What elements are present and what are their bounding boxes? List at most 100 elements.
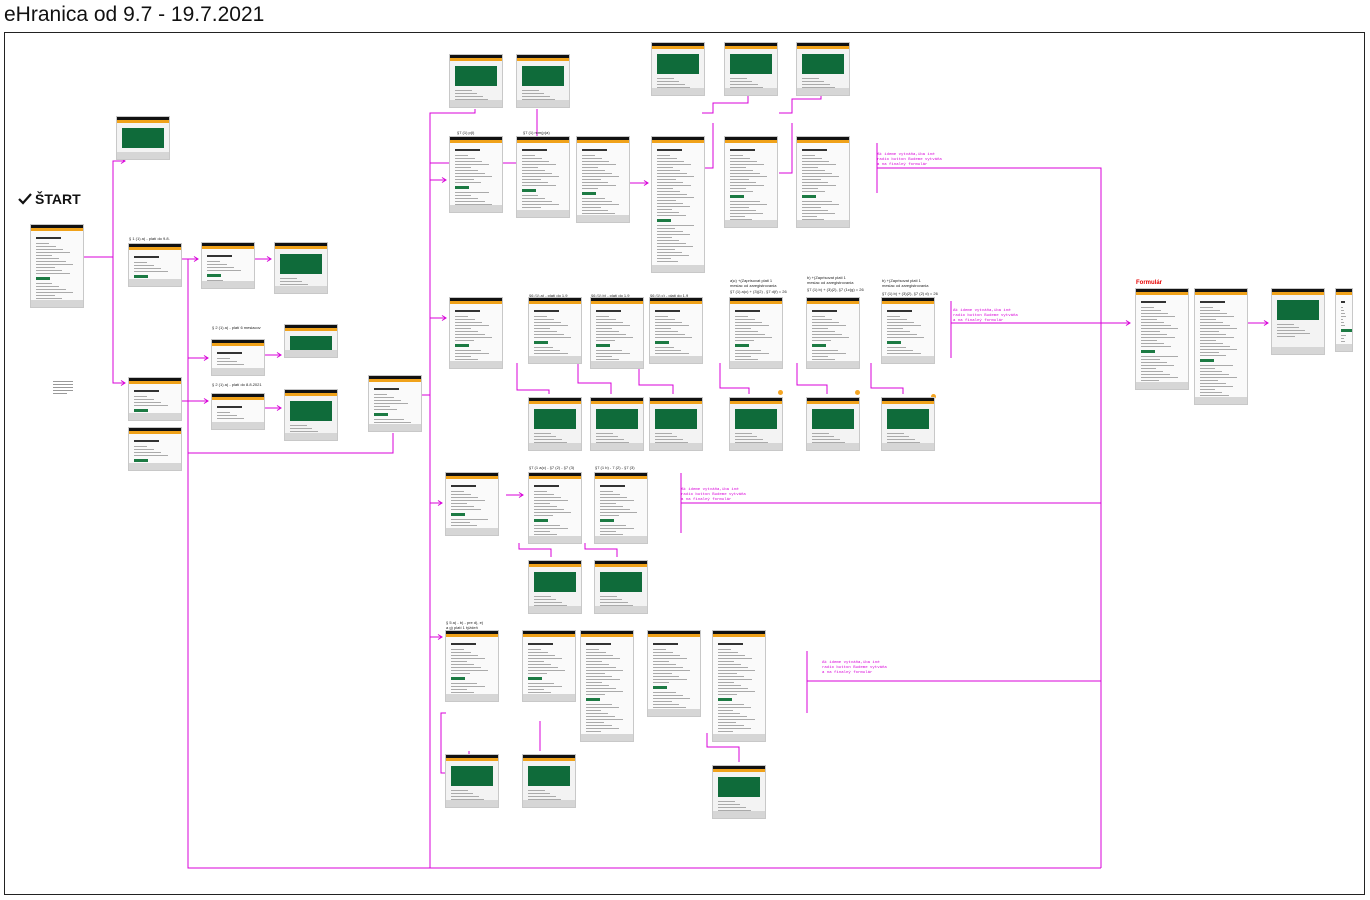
flow-diagram-canvas[interactable]: ŠTART Formulár § 1 (1) a) - platí do 9.8… [4,32,1365,895]
form-screen-thumbnail[interactable] [212,340,264,375]
form-screen-thumbnail[interactable] [212,394,264,429]
form-screen-thumbnail[interactable] [807,298,859,368]
arrowhead-icon [441,177,447,183]
confirmation-screen-thumbnail[interactable] [650,398,702,450]
form-screen-thumbnail[interactable] [581,631,633,741]
arrowhead-icon [203,355,209,361]
arrowhead-icon [643,180,649,186]
confirmation-screen-thumbnail[interactable] [713,766,765,818]
form-screen-thumbnail[interactable] [1336,289,1352,351]
confirmation-screen-thumbnail[interactable] [730,398,782,450]
form-screen-thumbnail[interactable] [202,243,254,288]
form-screen-thumbnail[interactable] [725,137,777,227]
form-screen-thumbnail[interactable] [648,631,700,716]
confirmation-screen-thumbnail[interactable] [517,55,569,107]
arrowhead-icon [1125,320,1131,326]
confirmation-screen-thumbnail[interactable] [1272,289,1324,354]
rule-label: a)c) +(Zaprisovat plati 1 mesiac od zare… [730,278,777,288]
form-screen-thumbnail[interactable] [129,428,181,470]
confirmation-screen-thumbnail[interactable] [652,43,704,95]
confirmation-screen-thumbnail[interactable] [446,755,498,807]
form-screen-thumbnail[interactable] [446,473,498,535]
connector-line [518,543,552,557]
form-screen-thumbnail[interactable] [523,631,575,701]
status-marker [931,394,936,399]
arrowhead-icon [437,500,443,506]
arrowhead-icon [441,315,447,321]
form-screen-thumbnail[interactable] [31,225,83,307]
rule-label: § 1 (1) a) - platí do 9.8. [129,236,170,241]
form-screen-thumbnail[interactable] [730,298,782,368]
start-label: ŠTART [35,191,81,207]
form-label: Formulár [1136,280,1163,286]
rule-label: §6 (1) b) - platí do 1.9 [591,293,630,298]
connector-line [429,179,446,395]
arrowhead-icon [266,256,272,262]
rule-label: §7 (1) b) + (3)(2), §7 (1c(g) = 26 [807,287,864,292]
form-screen-thumbnail[interactable] [1136,289,1188,389]
form-screen-thumbnail[interactable] [650,298,702,363]
form-screen-thumbnail[interactable] [713,631,765,741]
form-screen-thumbnail[interactable] [450,298,502,368]
arrowhead-icon [120,158,126,164]
form-screen-thumbnail[interactable] [882,298,934,363]
annotation-note: Ak ideme vytváňa,iba iné radio button Bu… [822,661,887,675]
arrowhead-icon [203,398,209,404]
rule-label: § 2 (1) a) - platí 6 mesiacov [212,325,261,330]
annotation-note: Ak ideme vytváňa,iba iné radio button Bu… [953,309,1018,323]
connector-line [870,363,904,394]
rule-label: §6 (1) c) - platí do 1.9 [650,293,689,298]
confirmation-screen-thumbnail[interactable] [117,117,169,159]
status-marker [855,390,860,395]
confirmation-screen-thumbnail[interactable] [529,561,581,613]
connector-line [877,167,1102,868]
confirmation-screen-thumbnail[interactable] [725,43,777,95]
confirmation-screen-thumbnail[interactable] [797,43,849,95]
rule-label: §7 (1 a(c) - §7 (2) - §7 (3) [529,465,575,470]
confirmation-screen-thumbnail[interactable] [285,325,337,357]
confirmation-screen-thumbnail[interactable] [807,398,859,450]
confirmation-screen-thumbnail[interactable] [523,755,575,807]
connector-line [181,357,208,402]
arrowhead-icon [437,634,443,640]
connector-line [516,363,550,394]
arrowhead-icon [120,380,126,386]
connector-line [779,95,822,114]
confirmation-screen-thumbnail[interactable] [591,398,643,450]
rule-label: § 5 a) - b) - pre d), e) a g) platí 1 tý… [446,620,484,630]
rule-label: b) +(Zaprisovat plati 1 mesiac od zaregi… [807,275,854,285]
confirmation-screen-thumbnail[interactable] [285,390,337,440]
rule-label: §7 (1) p(l) [457,130,475,135]
confirmation-screen-thumbnail[interactable] [450,55,502,107]
arrowhead-icon [193,256,199,262]
checkmark-icon [18,193,32,205]
form-screen-thumbnail[interactable] [529,298,581,363]
legend-text-block [53,379,73,396]
form-screen-thumbnail[interactable] [797,137,849,227]
arrowhead-icon [276,405,282,411]
rule-label: §7 (1) b) + (3)(2), §7 (2) d) = 26 [882,291,938,296]
confirmation-screen-thumbnail[interactable] [882,398,934,450]
page-title: eHranica od 9.7 - 19.7.2021 [4,3,265,26]
status-marker [778,390,783,395]
connector-line [779,123,793,174]
arrowhead-icon [518,492,524,498]
start-marker: ŠTART [17,191,81,207]
confirmation-screen-thumbnail[interactable] [275,243,327,293]
form-screen-thumbnail[interactable] [446,631,498,701]
form-screen-thumbnail[interactable] [450,137,502,212]
form-screen-thumbnail[interactable] [652,137,704,272]
confirmation-screen-thumbnail[interactable] [529,398,581,450]
form-screen-thumbnail[interactable] [517,137,569,217]
form-screen-thumbnail[interactable] [369,376,421,431]
confirmation-screen-thumbnail[interactable] [595,561,647,613]
form-screen-thumbnail[interactable] [591,298,643,368]
form-screen-thumbnail[interactable] [595,473,647,543]
rule-label: b) +(Zaprisovat plati 1 mesiac od zaregi… [882,278,929,288]
form-screen-thumbnail[interactable] [577,137,629,222]
form-screen-thumbnail[interactable] [1195,289,1247,404]
form-screen-thumbnail[interactable] [129,244,181,286]
form-screen-thumbnail[interactable] [129,378,181,420]
form-screen-thumbnail[interactable] [529,473,581,543]
annotation-note: Ak ideme vytváňa,iba iné radio button Bu… [681,488,746,502]
